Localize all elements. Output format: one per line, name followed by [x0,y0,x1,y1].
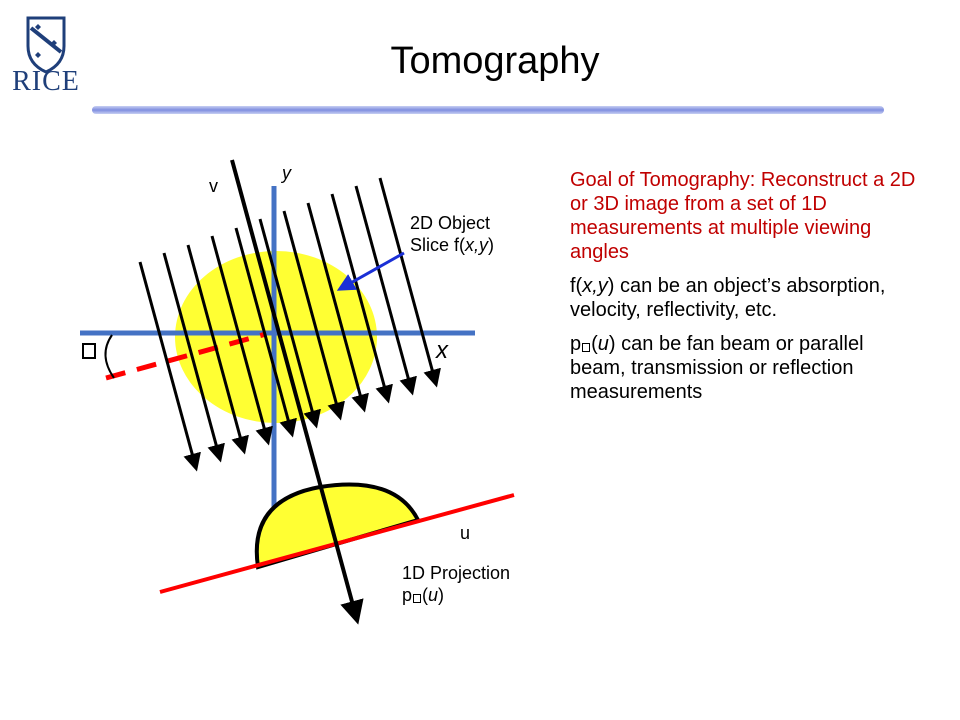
u-axis-label: u [460,523,471,543]
projection-rest: ) can be fan beam or parallel beam, tran… [570,333,864,403]
function-prefix: f( [570,275,583,297]
slide-title: Tomography [390,40,600,82]
projection-label-line2: p (u) [402,584,510,606]
theta-subscript-icon [582,343,591,352]
object-label-suffix: ) [488,235,495,255]
projection-label-close: ) [438,585,445,605]
text-panel: Goal of Tomography: Reconstruct a 2D or … [570,168,920,414]
projection-label-prefix: p [402,585,413,605]
projection-label: 1D Projection p (u) [402,562,510,606]
v-axis-label: v [209,176,218,196]
projection-label-open: ( [422,585,429,605]
projection-label-line1: 1D Projection [402,563,511,583]
function-paragraph: f(x,y) can be an object’s absorption, ve… [570,274,920,322]
function-vars: x,y [582,275,608,297]
function-rest: ) can be an object’s absorption, velocit… [570,275,886,321]
object-label-prefix: Slice f( [410,235,466,255]
projection-prefix: p [570,333,582,355]
y-axis-label: y [282,163,291,183]
theta-symbol-icon [82,343,96,359]
rice-shield-icon [26,16,66,74]
title-underline [92,106,884,114]
projection-rays [138,177,441,472]
v-axis [230,159,364,625]
projection-var: u [597,333,609,355]
object-label: 2D Object Slice f(x,y) [410,212,494,256]
theta-subscript-icon [413,594,422,603]
object-label-vars: x,y [465,235,489,255]
projection-paragraph: p (u) can be fan beam or parallel beam, t… [570,332,920,404]
goal-paragraph: Goal of Tomography: Reconstruct a 2D or … [570,169,916,263]
object-pointer-arrow [336,251,405,291]
object-label-line1: 2D Object [410,213,491,233]
object-label-line2: Slice f(x,y) [410,234,494,256]
projection-open: ( [591,333,598,355]
rice-logo-text: RICE [12,66,80,97]
angle-arc [104,334,115,379]
x-axis-label: x [436,337,448,364]
projection-label-var: u [428,585,439,605]
